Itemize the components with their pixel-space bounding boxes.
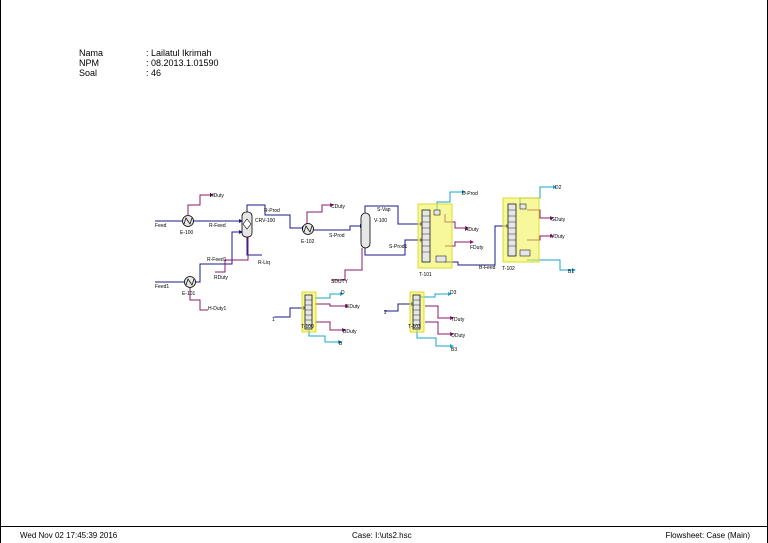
label-e-102: E-102 — [301, 239, 315, 245]
value-soal: : 46 — [146, 68, 162, 78]
stream-b-feed-line — [445, 225, 506, 266]
stream-b-line — [308, 330, 338, 343]
label-crv-100: CRV-100 — [255, 218, 275, 224]
stream-d3-line — [420, 293, 448, 298]
label-d3: D3 — [450, 290, 457, 296]
label-d-prod: D-Prod — [462, 191, 478, 197]
label-b-feed: B-Feed — [479, 265, 496, 271]
label-b1: B1 — [568, 269, 574, 275]
label-fduty: FDuty — [470, 245, 484, 251]
label-nama: Nama — [79, 48, 104, 58]
label-d2: D2 — [555, 185, 562, 191]
value-nama: : Lailatul Ikrimah — [146, 48, 212, 58]
label-e-101: E-101 — [182, 291, 196, 297]
stream-s-prod-line — [313, 225, 360, 231]
energy-tduty-line — [425, 305, 450, 319]
label-t-102: T-102 — [502, 266, 515, 272]
footer-flowsheet: Flowsheet: Case (Main) — [665, 531, 750, 540]
stream-2-line — [384, 303, 411, 312]
label-feed: Feed — [155, 223, 167, 229]
energy-eduty-line — [315, 303, 345, 307]
label-feed1: Feed1 — [155, 284, 169, 290]
footer-datetime: Wed Nov 02 17:45:39 2016 — [20, 531, 118, 540]
label-r-liq: R-Liq — [258, 260, 270, 266]
cooler-e-102-icon — [302, 223, 314, 235]
label-r-feed: R-Feed — [209, 223, 226, 229]
column-t-101-icon — [417, 203, 453, 269]
heater-e-100-icon — [182, 215, 194, 227]
stream-1-line — [274, 307, 303, 318]
energy-rduty-line — [215, 236, 249, 273]
label-cduty: CDuty — [331, 204, 345, 210]
column-t-102-icon — [502, 197, 540, 263]
stream-d-line — [315, 293, 340, 299]
label-r-prod: R-Prod — [264, 208, 280, 214]
reactor-crv-100-icon — [241, 211, 253, 238]
label-tduty: TDuty — [451, 317, 465, 323]
energy-sduty-line — [332, 248, 363, 281]
label-stream-1: 1 — [272, 317, 275, 323]
label-s-prod1: S-Prod1 — [389, 244, 408, 250]
label-aduty: ADuty — [465, 227, 479, 233]
energy-oduty-line — [425, 321, 450, 335]
label-oduty: ODuty — [451, 333, 466, 339]
label-vduty: VDuty — [551, 234, 565, 240]
label-sduty: SDUTY — [331, 279, 349, 285]
label-v-100: V-100 — [374, 218, 387, 224]
stream-s-prod1-line — [364, 239, 420, 256]
label-bduty: BDuty — [343, 329, 357, 335]
energy-bduty-line — [315, 321, 342, 331]
label-t-103: T-103 — [408, 324, 421, 330]
label-rduty: RDuty — [214, 275, 228, 281]
stream-r-liq-line — [246, 236, 262, 256]
value-npm: : 08.2013.1.01590 — [146, 58, 219, 68]
label-hduty: HDuty — [210, 193, 224, 199]
label-b3: B3 — [451, 347, 457, 353]
footer-divider — [0, 526, 768, 527]
stream-b1-line — [527, 259, 572, 271]
label-eduty: EDuty — [346, 304, 360, 310]
label-e-100: E-100 — [180, 230, 194, 236]
label-b: B — [339, 341, 343, 347]
energy-cduty-line — [306, 204, 330, 224]
label-t-100: T-100 — [301, 324, 314, 330]
energy-hduty-line — [187, 194, 210, 215]
stream-r-feed1-line — [195, 231, 239, 283]
label-r-feed1: R-Feed1 — [207, 257, 227, 263]
stream-s-vap-line — [364, 205, 420, 225]
energy-hduty1-line — [189, 288, 208, 311]
stream-b3-line — [416, 330, 450, 347]
label-npm: NPM — [79, 58, 99, 68]
column-t-100-icon — [301, 291, 317, 333]
label-gduty: GDuty — [551, 217, 566, 223]
heater-e-101-icon — [184, 276, 196, 288]
separator-v-100-icon — [360, 212, 371, 249]
label-soal: Soal — [79, 68, 98, 78]
label-s-vap: S-Vap — [377, 207, 391, 213]
footer-case: Case: I:\uts2.hsc — [352, 531, 412, 540]
stream-r-prod-line — [246, 204, 302, 229]
label-d: D — [341, 290, 345, 296]
label-stream-2: 2 — [384, 310, 387, 316]
label-s-prod: S-Prod — [329, 233, 345, 239]
label-t-101: T-101 — [419, 272, 432, 278]
label-h-duty1: H-Duty1 — [208, 306, 227, 312]
page-border-left — [0, 0, 1, 543]
column-t-103-icon — [409, 291, 425, 333]
